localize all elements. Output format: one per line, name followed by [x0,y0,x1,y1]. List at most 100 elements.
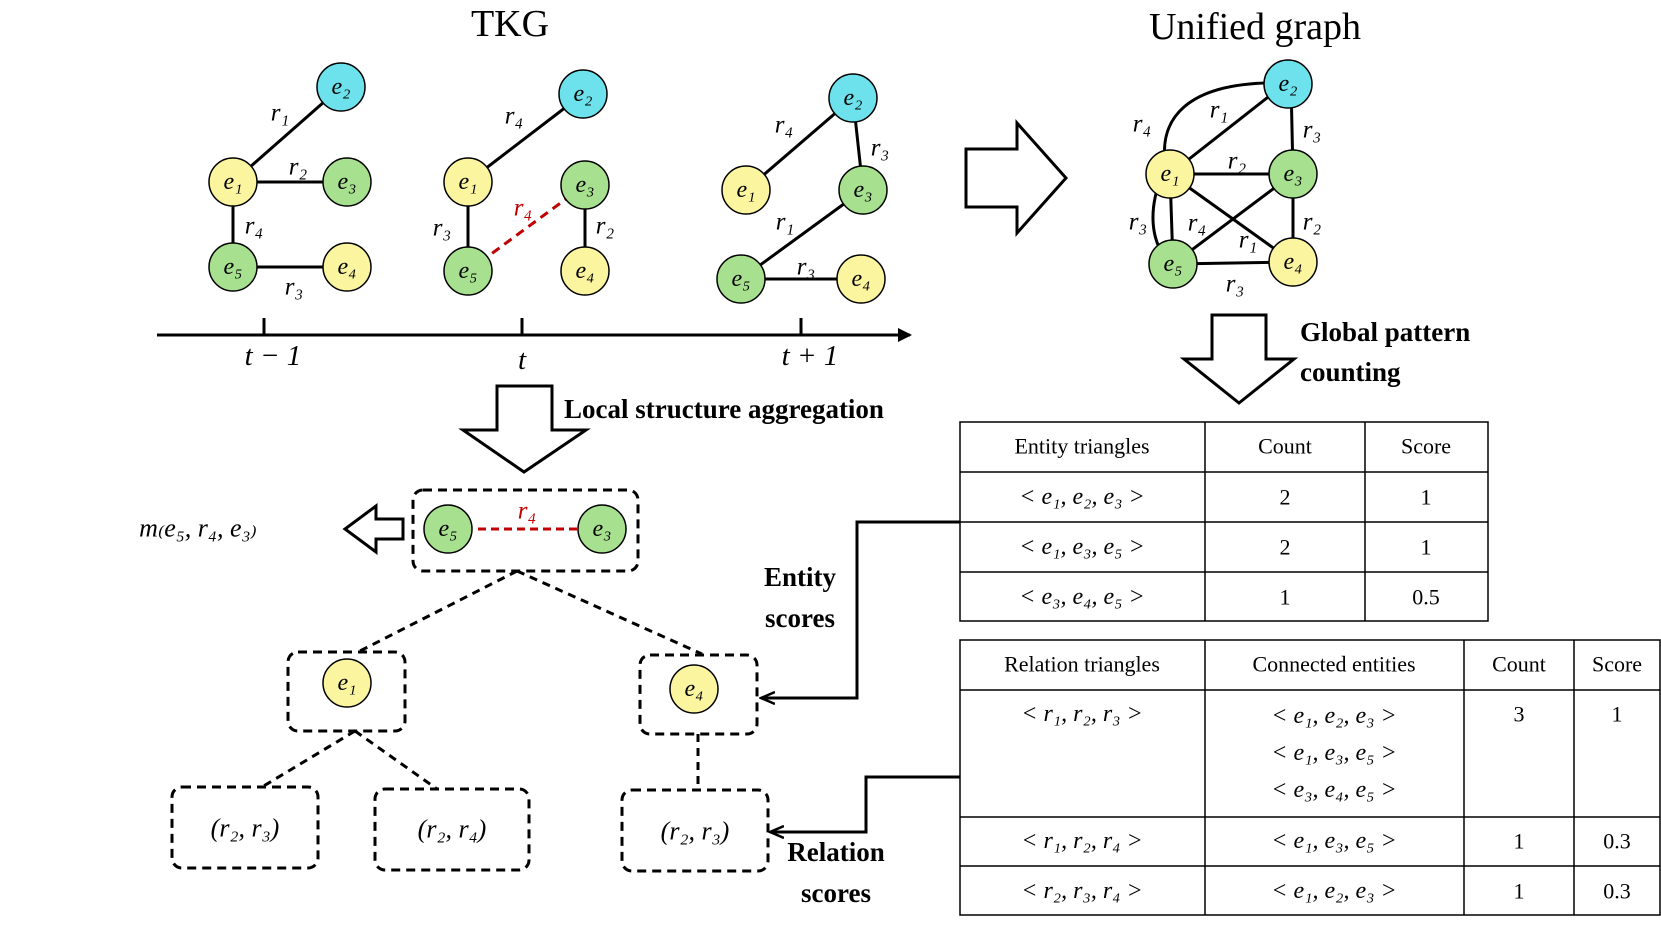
relation-scores-label-2: scores [801,878,871,908]
node-e3: e₃ [1268,149,1318,199]
edge-label: r₂ [1228,148,1247,175]
snapshot-t-plus-1: r₄ r₃ r₁ r₃ e₂ e₁ e₃ e₅ e₄ [716,73,889,304]
table-cell: < r₁, r₂, r₃ > [1021,701,1142,727]
local-aggregation-label: Local structure aggregation [564,394,884,424]
node-e3: e₃ [560,160,610,210]
node-label: e₂ [1279,71,1298,97]
node-label: e₂ [844,85,863,111]
table-cell: 1 [1280,585,1291,610]
table-cell: < e₃, e₄, e₅ > [1019,584,1144,610]
table-cell: < e₁, e₂, e₃ > [1019,484,1144,510]
edge-label: r₃ [433,215,451,242]
node-e2: e₂ [558,69,608,119]
edge-label: r₃ [285,274,303,301]
node-e1: e₁ [721,165,771,215]
leaf-label: (r₂, r₃) [211,814,280,843]
entity-score-connector [761,520,960,698]
relation-score-connector [770,775,960,832]
edge-label: r₁ [1210,97,1228,124]
arrow-down-icon [1179,313,1299,405]
edge-label: r₄ [1188,210,1206,237]
table-cell: < e₁, e₂, e₃ > [1271,703,1396,729]
node-label: e₂ [332,74,351,100]
table-cell: 3 [1514,702,1525,727]
edge-label: r₄ [505,103,523,130]
node-label: e₄ [338,254,357,280]
tick-label: t − 1 [245,340,302,372]
node-label: e₄ [576,258,595,284]
table-cell: 1 [1612,702,1623,727]
node-label: e₅ [732,266,751,292]
node-e3: e₃ [322,157,372,207]
node-label: e₃ [854,177,873,203]
edge-label: r₄ [775,112,793,139]
unified-graph: r₄ r₁ r₃ r₂ r₃ r₄ r₁ r₂ r₃ e₂ e₁ e₃ e₅ e… [1129,59,1322,298]
edge-label: r₁ [776,209,794,236]
node-e1: e₁ [1145,149,1195,199]
message-label: m₍e₅, r₄, e₃₎ [139,514,257,543]
node-label: e₅ [439,516,458,542]
node-label: e₃ [1284,161,1303,187]
relation-scores-label: Relation [787,837,885,867]
edge-label: r₁ [271,100,289,127]
snapshot-t: r₄ r₃ r₄ r₂ e₂ e₁ e₃ e₅ e₄ [433,69,615,296]
edge-label: r₃ [1303,117,1321,144]
node-e3: e₃ [577,504,627,554]
edge-label: r₄ [245,213,263,240]
table-cell: 2 [1280,485,1291,510]
table-header: Entity triangles [1014,434,1149,459]
edge-label: r₂ [596,213,615,240]
edge-label: r₂ [289,154,308,181]
edge-label: r₃ [1226,271,1244,298]
table-header: Score [1592,652,1642,677]
query-edge-label: r₄ [518,498,536,525]
node-e3: e₃ [838,165,888,215]
arrow-left-icon [342,503,405,555]
node-label: e₃ [576,172,595,198]
node-label: e₄ [852,266,871,292]
node-e2: e₂ [1263,59,1313,109]
leaf-label: (r₂, r₄) [418,815,487,844]
table-cell: 2 [1280,535,1291,560]
table-cell: 1 [1421,485,1432,510]
node-label: e₁ [737,177,756,203]
table-cell: < e₁, e₃, e₅ > [1271,740,1396,766]
node-e2: e₂ [828,73,878,123]
node-e4: e₄ [1268,237,1318,287]
node-e1: e₁ [208,157,258,207]
node-e5: e₅ [716,254,766,304]
entity-triangles-table: Entity triangles Count Score < e₁, e₂, e… [959,421,1489,622]
node-label: e₁ [224,169,243,195]
node-e1: e₁ [443,157,493,207]
edge-label: r₂ [1303,209,1322,236]
timeline-axis: t − 1 t t + 1 [157,318,912,376]
tkg-title: TKG [471,3,549,45]
table-cell: 0.5 [1412,585,1440,610]
global-pattern-label: Global pattern [1300,317,1470,347]
table-cell: 1 [1514,829,1525,854]
arrow-down-icon [458,384,591,474]
tick-label: t [518,344,527,376]
table-cell: 1 [1421,535,1432,560]
node-e4: e₄ [560,246,610,296]
node-e1: e₁ [322,658,372,708]
predicted-edge-label: r₄ [514,195,532,222]
edge-label: r₃ [797,254,815,281]
table-cell: < r₁, r₂, r₄ > [1021,828,1142,854]
node-e2: e₂ [316,62,366,112]
arrow-right-icon [964,119,1069,237]
node-e4: e₄ [669,664,719,714]
entity-scores-label-2: scores [765,603,835,633]
node-label: e₅ [224,254,243,280]
node-e4: e₄ [322,242,372,292]
edge-label: r₃ [871,135,889,162]
table-header: Connected entities [1252,652,1415,677]
node-e5: e₅ [1148,239,1198,289]
node-label: e₁ [459,169,478,195]
node-label: e₂ [574,81,593,107]
node-label: e₄ [1284,249,1303,275]
table-header: Score [1401,434,1451,459]
entity-scores-label: Entity [764,562,837,592]
table-cell: 0.3 [1603,879,1631,904]
